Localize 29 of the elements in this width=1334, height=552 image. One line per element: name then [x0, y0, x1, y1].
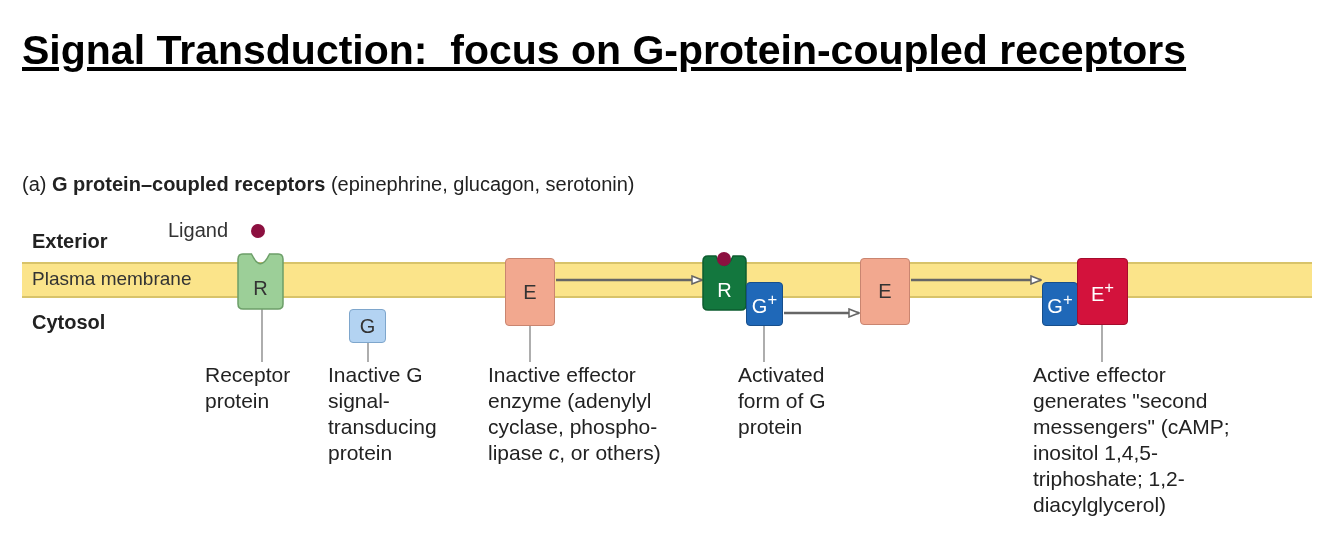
caption-text: Inactive G signal-transducing protein	[328, 362, 473, 466]
leader-line	[763, 325, 765, 363]
ligand-label: Ligand	[168, 219, 229, 242]
effector-box: E$^{+}$	[1077, 258, 1128, 325]
effector-box: E	[505, 258, 555, 326]
region-label: Cytosol	[32, 311, 106, 334]
region-label: Plasma membrane	[32, 268, 192, 290]
g-protein-box: G$^{+}$	[746, 282, 783, 326]
region-label: Exterior	[32, 230, 108, 253]
arrow	[784, 308, 860, 318]
caption-text: Activated form of G protein	[738, 362, 848, 440]
ligand-dot	[251, 224, 265, 238]
g-protein-box: G$^{+}$	[1042, 282, 1078, 326]
panel-caption: (a) G protein–coupled receptors (epinephrine, glucagon, serotonin)	[22, 173, 635, 196]
leader-line	[1101, 324, 1103, 363]
effector-box: E	[860, 258, 910, 325]
caption-text: Inactive effector enzyme (adenylyl cyclase, phospho-lipase c, or others)	[488, 362, 708, 466]
receptor-box: R	[238, 254, 283, 309]
caption-text: Receptor protein	[205, 362, 315, 414]
receptor-box: R	[703, 256, 746, 310]
arrow	[556, 275, 703, 285]
g-protein-box: G	[349, 309, 386, 343]
ligand-dot	[717, 252, 731, 266]
title-heading: Signal Transduction: focus on G-protein-coupled receptors	[22, 26, 1187, 74]
caption-text: Active effector generates "second messengers" (cAMP; inositol 1,4,5-triphoshate; 1,2-diacylglycerol)	[1033, 362, 1263, 518]
leader-line	[367, 342, 369, 363]
leader-line	[529, 325, 531, 363]
leader-line	[261, 308, 263, 363]
arrow	[911, 275, 1042, 285]
